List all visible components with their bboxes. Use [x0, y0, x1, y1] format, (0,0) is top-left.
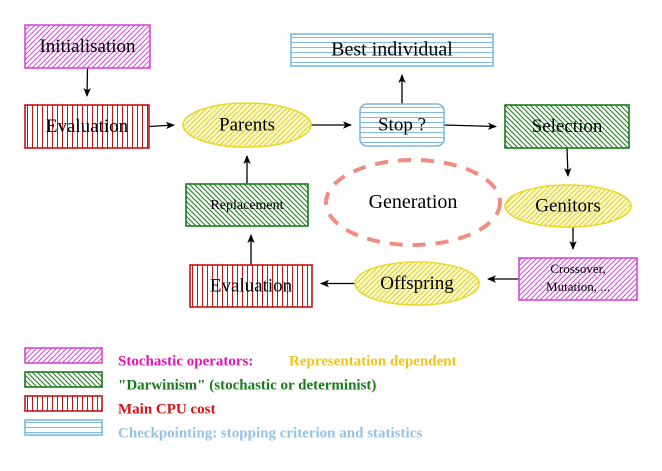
legend-cpu-swatch — [24, 395, 103, 412]
node-replacement[interactable]: Replacement — [185, 183, 309, 227]
node-label-crossover: Crossover, — [550, 261, 605, 276]
node-shape-stop — [359, 103, 445, 147]
node-label-stop: Stop ? — [378, 114, 426, 135]
node-label-genitors: Genitors — [535, 195, 600, 216]
node-shape-selection — [504, 104, 630, 149]
legend-stochastic-text2: Representation dependent — [289, 353, 457, 369]
legend-darwinism-text: "Darwinism" (stochastic or determinist) — [118, 377, 376, 393]
legend-checkpoint-text: Checkpointing: stopping criterion and st… — [118, 425, 422, 441]
node-generation[interactable]: Generation — [324, 158, 502, 247]
node-shape-generation — [324, 158, 502, 247]
legend-checkpoint-swatch — [24, 419, 103, 436]
legend-cpu-text: Main CPU cost — [118, 401, 216, 417]
edges-layer — [83, 67, 577, 288]
node-evaluation_top[interactable]: Evaluation — [24, 104, 150, 149]
node-shape-genitors — [504, 184, 632, 228]
node-stop[interactable]: Stop ? — [359, 103, 445, 147]
node-shape-replacement — [185, 183, 309, 227]
node-evaluation_bottom[interactable]: Evaluation — [189, 264, 313, 308]
node-selection[interactable]: Selection — [504, 104, 630, 149]
node-genitors[interactable]: Genitors — [504, 184, 632, 228]
node-label2-crossover: Mutation, ... — [546, 279, 610, 294]
legend-layer: Stochastic operators: Representation depe… — [24, 347, 457, 441]
edge-init-to-eval — [83, 67, 91, 97]
node-label-offspring: Offspring — [380, 273, 454, 294]
node-shape-crossover — [518, 257, 638, 301]
node-label-replacement: Replacement — [210, 198, 283, 213]
node-shape-offspring — [354, 261, 480, 306]
node-label-initialisation: Initialisation — [39, 36, 136, 57]
legend-darwinism: "Darwinism" (stochastic or determinist) — [24, 371, 376, 393]
legend-stochastic: Stochastic operators: Representation depe… — [24, 347, 457, 369]
legend-darwinism-swatch — [24, 371, 103, 388]
edge-eval-to-parents — [148, 121, 175, 130]
edge-stop-to-selection — [443, 122, 497, 130]
node-crossover[interactable]: Crossover, Mutation, ... — [518, 257, 638, 301]
node-offspring[interactable]: Offspring — [354, 261, 480, 306]
node-shape-evaluation_top — [24, 104, 150, 149]
node-shape-parents — [182, 102, 312, 148]
legend-checkpoint: Checkpointing: stopping criterion and st… — [24, 419, 422, 441]
edge-selection-to-genitors — [564, 147, 572, 177]
node-best_individual[interactable]: Best individual — [290, 33, 494, 67]
node-initialisation[interactable]: Initialisation — [24, 24, 151, 69]
legend-stochastic-swatch — [24, 347, 103, 364]
node-label-selection: Selection — [532, 116, 603, 137]
node-label-best_individual: Best individual — [331, 39, 453, 61]
node-label-evaluation_top: Evaluation — [46, 116, 129, 137]
node-label-generation: Generation — [369, 191, 458, 213]
node-shape-evaluation_bottom — [189, 264, 313, 308]
node-shape-initialisation — [24, 24, 151, 69]
legend-stochastic-text: Stochastic operators: — [118, 353, 253, 369]
node-label-parents: Parents — [219, 114, 275, 135]
node-label-evaluation_bottom: Evaluation — [210, 275, 293, 296]
node-shape-best_individual — [290, 33, 494, 67]
node-parents[interactable]: Parents — [182, 102, 312, 148]
legend-cpu: Main CPU cost — [24, 395, 216, 417]
